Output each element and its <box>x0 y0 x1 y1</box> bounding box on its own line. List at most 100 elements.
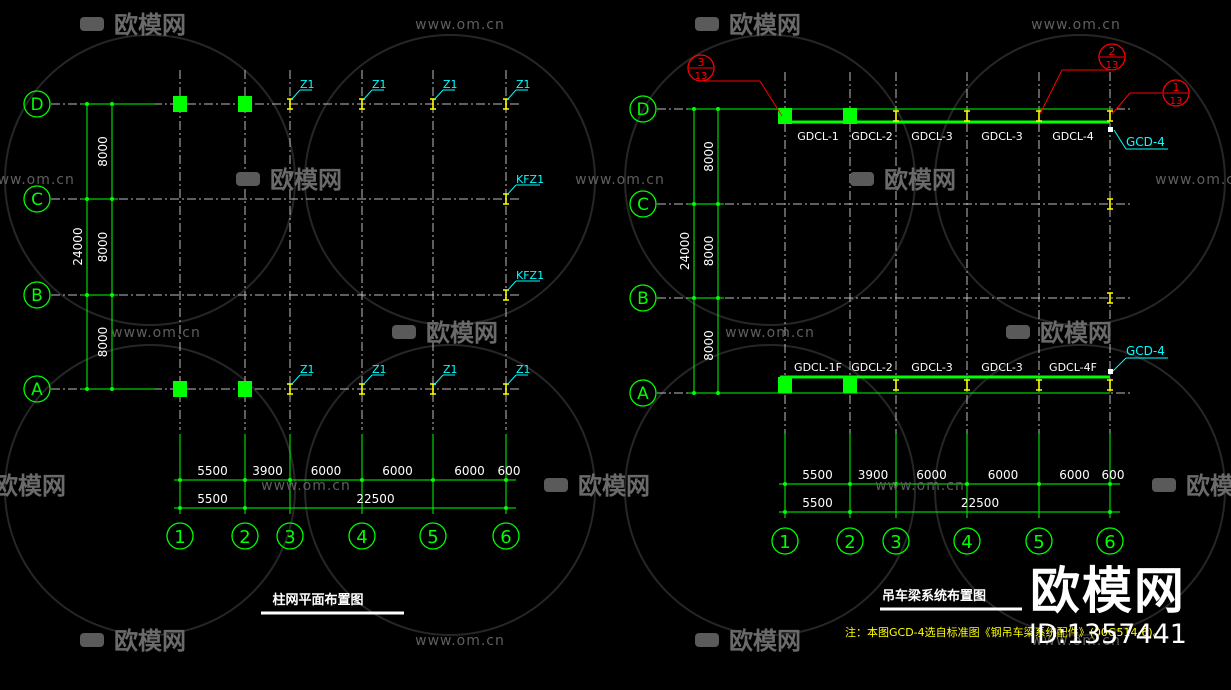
axis-label-4: 4 <box>961 532 972 553</box>
axis-label-C: C <box>31 190 43 210</box>
dim-tick <box>965 482 969 486</box>
concrete-column <box>843 108 857 124</box>
dim-tick <box>783 510 787 514</box>
axis-bubble-6 <box>492 522 520 550</box>
watermark-sofa-icon <box>80 633 104 647</box>
axis-bubble-2 <box>231 522 259 550</box>
axis-label-3: 3 <box>284 527 295 548</box>
brand-id: ID:1357441 <box>1028 619 1187 650</box>
dim-tick <box>243 478 247 482</box>
axis-label-D: D <box>30 95 43 115</box>
axis-bubble-1 <box>166 522 194 550</box>
section-sheet: 13 <box>1106 60 1119 71</box>
crane-beam-label: GDCL-1F <box>794 361 842 374</box>
steel-column <box>503 193 509 205</box>
axis-label-2: 2 <box>239 527 250 548</box>
axis-bubble-2 <box>836 527 864 555</box>
axis-label-B: B <box>31 286 43 306</box>
steel-column <box>1107 110 1113 122</box>
column-tag: Z1 <box>443 363 458 376</box>
crane-beam-label: GDCL-3 <box>911 361 953 374</box>
dim-text-col: 6000 <box>916 468 947 482</box>
dim-text-col: 3900 <box>252 464 283 478</box>
axis-label-2: 2 <box>844 532 855 553</box>
watermark-url: www.om.cn <box>415 633 505 649</box>
crane-beam-note: 注：本图GCD-4选自标准图《钢吊车梁系统配件》(00G514-6)。 <box>845 625 1164 639</box>
steel-column <box>964 110 970 122</box>
watermark-circle <box>304 34 596 326</box>
axis-bubble-1 <box>771 527 799 555</box>
watermark-circle <box>934 344 1226 636</box>
section-number: 2 <box>1109 45 1116 58</box>
watermark-sofa-icon <box>850 172 874 186</box>
dim-text-row: 8000 <box>702 236 716 267</box>
dim-tick <box>431 478 435 482</box>
watermark-logo: 欧模网 <box>1186 472 1231 500</box>
watermark-logo: 欧模网 <box>729 11 801 39</box>
axis-bubble-4 <box>348 522 376 550</box>
dim-tick <box>692 202 696 206</box>
crane-beam-label: GDCL-1 <box>797 130 839 143</box>
watermark-logo: 欧模网 <box>578 472 650 500</box>
watermark-url: www.om.cn <box>1031 633 1121 649</box>
section-number: 1 <box>1173 81 1180 94</box>
tag-leader <box>362 374 373 386</box>
steel-column <box>893 379 899 391</box>
axis-label-4: 4 <box>356 527 367 548</box>
dim-text-col: 6000 <box>988 468 1019 482</box>
dim-text-bottom: 5500 <box>802 496 833 510</box>
crane-beam-label: GDCL-3 <box>911 130 953 143</box>
watermark-logo: 欧模网 <box>0 472 66 500</box>
dim-text-row: 8000 <box>96 327 110 358</box>
concrete-column <box>778 108 792 124</box>
dim-tick <box>1108 482 1112 486</box>
section-mark <box>1162 79 1190 107</box>
car-stop <box>1108 127 1113 132</box>
section-mark <box>1098 43 1126 71</box>
concrete-column <box>173 381 187 397</box>
concrete-column <box>238 381 252 397</box>
dim-tick <box>243 506 247 510</box>
dim-tick <box>716 296 720 300</box>
axis-bubble-5 <box>1025 527 1053 555</box>
dim-tick <box>894 482 898 486</box>
watermark-url: www.om.cn <box>875 478 965 494</box>
axis-label-6: 6 <box>1104 532 1115 553</box>
watermark-sofa-icon <box>392 325 416 339</box>
watermark-circle <box>4 34 296 326</box>
watermark-sofa-icon <box>695 633 719 647</box>
section-number: 3 <box>698 56 705 69</box>
column-tag: Z1 <box>443 78 458 91</box>
column-tag: KFZ1 <box>516 269 544 282</box>
axis-label-D: D <box>636 100 649 120</box>
watermark-circles <box>4 34 1226 636</box>
crane-beam-label: GDCL-4F <box>1049 361 1097 374</box>
axis-bubble-A <box>23 375 51 403</box>
dim-tick <box>178 506 182 510</box>
dim-tick <box>848 482 852 486</box>
steel-column <box>1036 379 1042 391</box>
watermark-url: www.om.cn <box>575 172 665 188</box>
watermark-sofa-icon <box>1152 478 1176 492</box>
axis-label-5: 5 <box>1033 532 1044 553</box>
steel-column <box>964 379 970 391</box>
dim-text-bottom: 22500 <box>961 496 999 510</box>
column-tag: Z1 <box>372 363 387 376</box>
dim-tick <box>110 293 114 297</box>
watermark-sofa-icon <box>695 17 719 31</box>
section-mark <box>687 54 715 82</box>
watermark-logo: 欧模网 <box>114 627 186 655</box>
steel-column <box>503 289 509 301</box>
plan-title: 吊车梁系统布置图 <box>882 588 986 604</box>
watermark-url: www.om.cn <box>0 172 75 188</box>
dim-text-col: 6000 <box>311 464 342 478</box>
concrete-column <box>778 377 792 393</box>
axis-bubble-3 <box>882 527 910 555</box>
watermark-url: www.om.cn <box>261 478 351 494</box>
watermark-circle <box>4 344 296 636</box>
dim-tick <box>178 478 182 482</box>
crane-beam-label: GDCL-4 <box>1052 130 1094 143</box>
dim-tick <box>1037 482 1041 486</box>
column-tag: KFZ1 <box>516 173 544 186</box>
dim-tick <box>110 197 114 201</box>
